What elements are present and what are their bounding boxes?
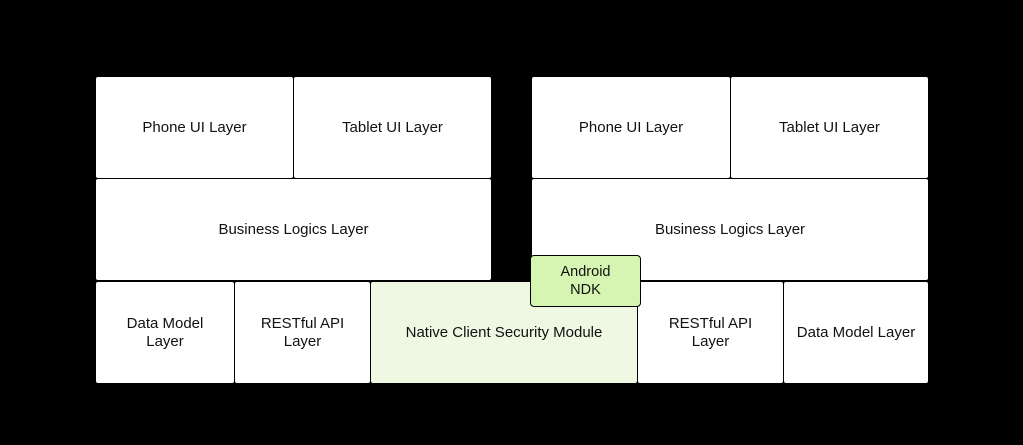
right-tablet-ui-layer: Tablet UI Layer bbox=[730, 76, 929, 179]
left-phone-ui-label: Phone UI Layer bbox=[142, 118, 247, 136]
left-tablet-ui-label: Tablet UI Layer bbox=[342, 118, 443, 136]
left-tablet-ui-layer: Tablet UI Layer bbox=[293, 76, 492, 179]
right-phone-ui-layer: Phone UI Layer bbox=[531, 76, 731, 179]
right-data-model-label: Data Model Layer bbox=[796, 323, 916, 341]
left-data-model-layer: Data Model Layer bbox=[95, 281, 235, 384]
left-business-logics-layer: Business Logics Layer bbox=[95, 178, 492, 281]
right-data-model-layer: Data Model Layer bbox=[783, 281, 929, 384]
right-phone-ui-label: Phone UI Layer bbox=[578, 118, 684, 136]
right-tablet-ui-label: Tablet UI Layer bbox=[779, 118, 880, 136]
right-business-logics-label: Business Logics Layer bbox=[654, 220, 806, 238]
native-module-label: Native Client Security Module bbox=[405, 323, 603, 341]
left-business-logics-label: Business Logics Layer bbox=[218, 220, 369, 238]
android-ndk-label: Android NDK bbox=[560, 264, 611, 298]
android-ndk-block: Android NDK bbox=[530, 255, 641, 307]
left-data-model-label: Data Model Layer bbox=[126, 314, 204, 350]
native-client-security-module: Native Client Security Module bbox=[370, 281, 638, 384]
left-phone-ui-layer: Phone UI Layer bbox=[95, 76, 294, 179]
left-restful-api-layer: RESTful API Layer bbox=[234, 281, 371, 384]
right-restful-api-label: RESTful API Layer bbox=[668, 314, 753, 350]
right-restful-api-layer: RESTful API Layer bbox=[637, 281, 784, 384]
left-restful-api-label: RESTful API Layer bbox=[260, 314, 345, 350]
